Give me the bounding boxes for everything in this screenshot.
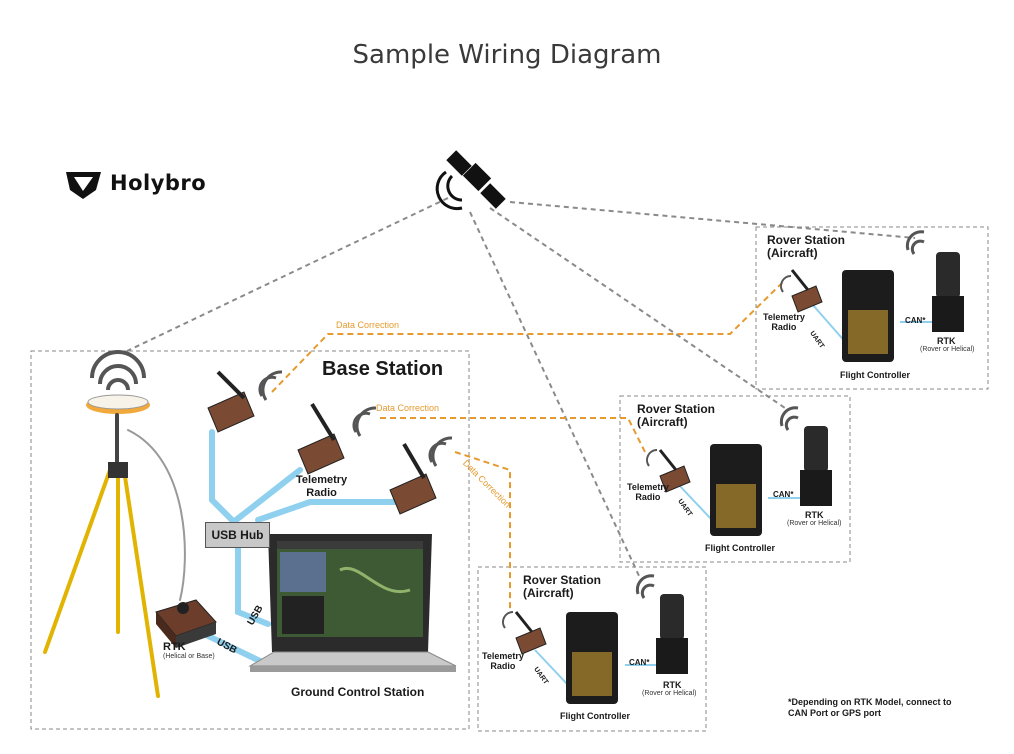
usb-hub: USB Hub [205, 522, 270, 548]
footnote-line1: *Depending on RTK Model, connect to [788, 697, 952, 707]
rover-flight-controller-2 [710, 444, 762, 536]
rover-station-box-1 [755, 226, 989, 390]
laptop-ground-control-station [248, 534, 457, 672]
rover-1-flight-controller-label: Flight Controller [840, 370, 910, 380]
base-telemetry-radio-3 [389, 436, 453, 515]
base-telemetry-radio-label: Telemetry Radio [296, 474, 347, 500]
rover-station-2-title: Rover Station (Aircraft) [637, 403, 715, 429]
telemetry-label-line1: Telemetry [296, 474, 348, 486]
rover-1-rtk-sublabel: (Rover or Helical) [920, 346, 975, 353]
rover-3-rtk-sublabel: (Rover or Helical) [642, 690, 697, 697]
rover-1-can-label: CAN* [905, 316, 926, 325]
rover-telemetry-radio-1 [780, 269, 823, 313]
r3-telemetry-line2: Radio [490, 661, 516, 671]
r1-telemetry-line1: Telemetry [763, 312, 805, 322]
rover-telemetry-radio-3 [502, 611, 547, 655]
rover-telemetry-radio-2 [646, 449, 691, 493]
rover-title-line1: Rover Station [767, 233, 846, 247]
rover-flight-controller-3 [566, 612, 618, 704]
holybro-logo-text: Holybro [110, 171, 207, 195]
data-correction-links [271, 279, 786, 612]
rover-2-telemetry-label: Telemetry Radio [627, 482, 669, 502]
rover-1-telemetry-label: Telemetry Radio [763, 312, 805, 332]
telemetry-label-line2: Radio [306, 487, 337, 499]
satellite-links [124, 197, 916, 579]
usb-cables [197, 429, 398, 665]
rover-2-flight-controller-label: Flight Controller [705, 543, 775, 553]
r1-telemetry-line2: Radio [771, 322, 797, 332]
rover-title-line2: (Aircraft) [767, 246, 818, 260]
rover-flight-controller-1 [842, 270, 894, 362]
ground-control-station-label: Ground Control Station [291, 685, 425, 699]
page-title: Sample Wiring Diagram [352, 40, 662, 70]
rover-3-rtk-label: RTK [663, 680, 682, 690]
rover-rtk-2 [779, 406, 832, 506]
rover-title-line2: (Aircraft) [523, 586, 574, 600]
base-telemetry-radio-2 [297, 402, 377, 475]
rover-3-telemetry-label: Telemetry Radio [482, 651, 524, 671]
r2-telemetry-line2: Radio [635, 492, 661, 502]
satellite-icon [435, 150, 506, 211]
rover-rtk-3 [635, 574, 688, 674]
base-rtk-unit [155, 599, 217, 648]
base-gnss-antenna [86, 350, 150, 414]
rover-title-line1: Rover Station [637, 402, 716, 416]
r3-telemetry-line1: Telemetry [482, 651, 524, 661]
base-rtk-label: RTK [163, 641, 186, 653]
rover-2-can-label: CAN* [773, 490, 794, 499]
rover-1-rtk-label: RTK [937, 336, 956, 346]
rover-station-box-3 [477, 566, 707, 732]
tripod [43, 413, 186, 698]
holybro-logo-icon [66, 172, 101, 199]
rover-title-line1: Rover Station [523, 573, 602, 587]
rover-2-rtk-label: RTK [805, 510, 824, 520]
rover-3-can-label: CAN* [629, 658, 650, 667]
rover-3-flight-controller-label: Flight Controller [560, 711, 630, 721]
base-rtk-sublabel: (Helical or Base) [163, 653, 215, 660]
base-station-box [30, 350, 470, 730]
rover-title-line2: (Aircraft) [637, 415, 688, 429]
footnote-line2: CAN Port or GPS port [788, 708, 882, 718]
rover-station-box-2 [619, 395, 851, 563]
r2-telemetry-line1: Telemetry [627, 482, 669, 492]
rover-station-3-title: Rover Station (Aircraft) [523, 574, 601, 600]
rover-rtk-1 [905, 230, 964, 332]
data-correction-label-2: Data Correction [376, 403, 440, 413]
base-station-title: Base Station [322, 358, 444, 380]
data-correction-label-1: Data Correction [336, 320, 400, 330]
base-telemetry-radio-1 [207, 370, 283, 433]
rover-station-1-title: Rover Station (Aircraft) [767, 234, 845, 260]
footnote: *Depending on RTK Model, connect to CAN … [788, 697, 978, 719]
rover-2-rtk-sublabel: (Rover or Helical) [787, 520, 842, 527]
